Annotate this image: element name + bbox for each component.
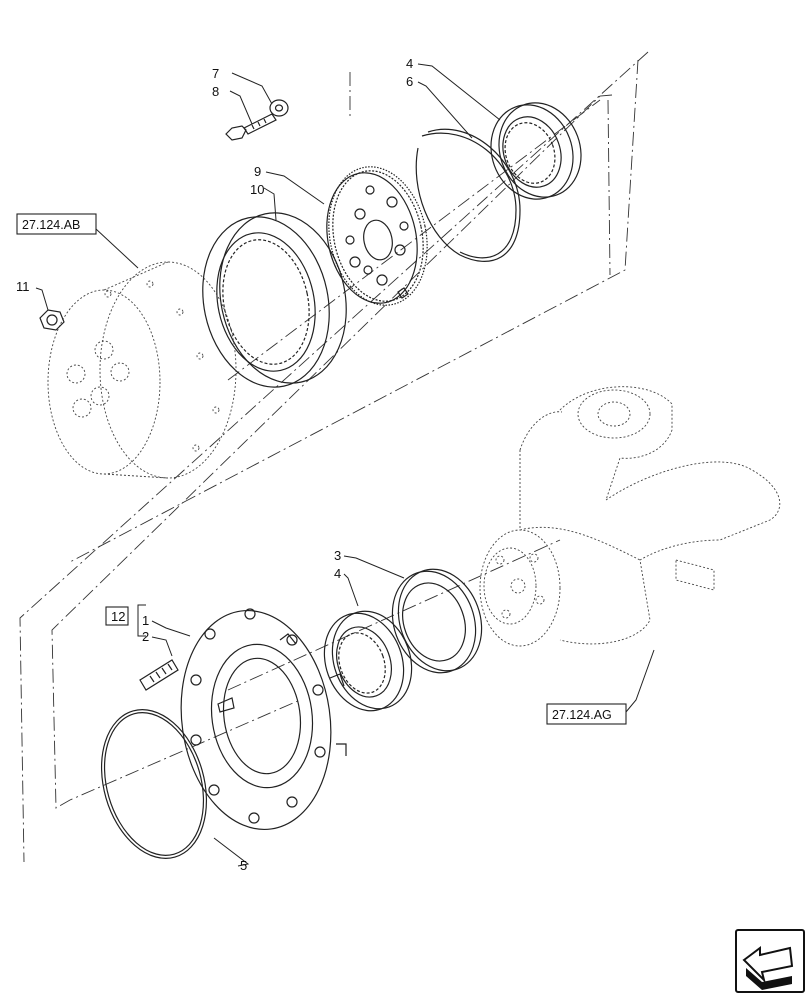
lower-assembly-frame: [19, 51, 649, 863]
ring-gear-10: [202, 212, 347, 388]
washer-7: [269, 99, 289, 117]
callout-leaders: [35, 63, 655, 867]
ref-box-ag[interactable]: [546, 703, 627, 725]
hub-housing-1: [180, 608, 347, 831]
callout-9: 9: [254, 164, 261, 179]
callout-10: 10: [250, 182, 264, 197]
ref-label-ab[interactable]: 27.124.AB: [22, 218, 80, 232]
bolt-8: [225, 113, 277, 141]
snap-ring-6: [415, 128, 521, 262]
nut-11: [39, 309, 65, 331]
callout-6: 6: [406, 74, 413, 89]
o-ring-5: [100, 709, 208, 859]
planet-carrier-9: [326, 166, 428, 306]
steering-knuckle-ghost: [479, 386, 781, 647]
ref-box-ab[interactable]: [16, 213, 97, 235]
callout-8: 8: [212, 84, 219, 99]
stud-2: [139, 659, 179, 691]
callout-3: 3: [334, 548, 341, 563]
seal-4-upper: [490, 102, 582, 200]
ref-label-ag[interactable]: 27.124.AG: [552, 708, 612, 722]
callout-4-lower: 4: [334, 566, 341, 581]
callout-7: 7: [212, 66, 219, 81]
callout-1: 1: [142, 613, 149, 628]
hub-assembly-ghost: [47, 261, 237, 479]
arrow-nav-icon[interactable]: [735, 929, 805, 993]
centre-axis-lines: [227, 99, 601, 691]
callout-2: 2: [142, 629, 149, 644]
upper-assembly-frame: [69, 59, 639, 563]
callout-5: 5: [240, 858, 247, 873]
callout-11: 11: [16, 279, 30, 294]
seal-4-lower: [323, 610, 413, 712]
callout-12: 12: [111, 609, 125, 624]
callout-4-upper: 4: [406, 56, 413, 71]
seal-3: [391, 568, 483, 674]
group-12-bracket: [105, 604, 146, 637]
